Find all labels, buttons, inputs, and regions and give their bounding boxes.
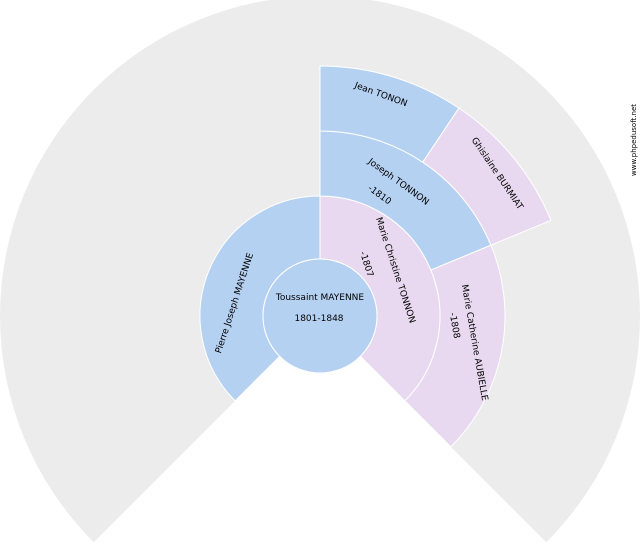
root-person-circle[interactable] <box>262 258 378 374</box>
root-dates: 1801-1848 <box>294 314 343 324</box>
watermark-text: www.phpedusoft.net <box>630 104 638 176</box>
segment-ghislaine-burmiat[interactable] <box>422 107 552 246</box>
segment-marie-catherine-aubielle[interactable] <box>404 244 506 448</box>
gen2-dates-1: -1808 <box>447 312 461 340</box>
root-name: Toussaint MAYENNE <box>275 293 365 303</box>
